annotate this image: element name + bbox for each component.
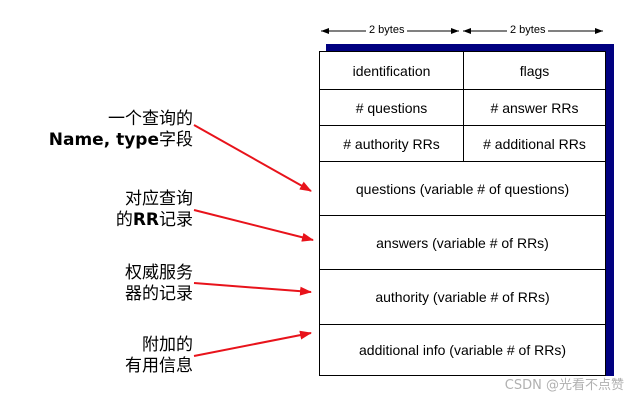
arrow-answers xyxy=(193,209,314,242)
label-answer-rr-line2: 的RR记录 xyxy=(116,210,193,231)
label-query-fields: 一个查询的 Name, type字段 xyxy=(49,109,193,151)
cell-authority-rrs-count: # authority RRs xyxy=(320,125,463,161)
label-query-fields-rest: 字段 xyxy=(159,130,193,150)
label-additional-info: 附加的 有用信息 xyxy=(125,335,193,377)
cell-questions-count: # questions xyxy=(320,89,463,125)
dns-message-table: identification flags # questions # answe… xyxy=(319,51,606,376)
label-authority-line2: 器的记录 xyxy=(125,284,193,304)
label-authority-line1: 权威服务 xyxy=(125,263,193,283)
cell-flags: flags xyxy=(463,52,605,89)
cell-answer-rrs-count: # answer RRs xyxy=(463,89,605,125)
label-authority-records: 权威服务 器的记录 xyxy=(125,263,193,305)
left-bytes-label: 2 bytes xyxy=(366,24,408,36)
label-answer-rr-line1: 对应查询 xyxy=(125,189,193,209)
arrow-additional xyxy=(193,330,312,357)
label-answer-rr-rest: 记录 xyxy=(159,210,193,230)
right-bytes-label: 2 bytes xyxy=(507,24,549,36)
watermark: CSDN @光看不点赞 xyxy=(504,378,624,393)
cell-additional-rrs-count: # additional RRs xyxy=(463,125,605,161)
label-answer-rr: 对应查询 的RR记录 xyxy=(116,189,193,231)
label-query-fields-line1: 一个查询的 xyxy=(108,109,193,129)
arrow-questions xyxy=(193,124,312,192)
label-answer-rr-pre: 的 xyxy=(115,210,133,230)
section-questions: questions (variable # of questions) xyxy=(320,161,605,215)
label-query-fields-line2: Name, type字段 xyxy=(49,130,193,151)
cell-identification: identification xyxy=(352,62,431,79)
label-additional-line1: 附加的 xyxy=(142,335,193,355)
label-answer-rr-bold: RR xyxy=(132,210,159,230)
section-authority: authority (variable # of RRs) xyxy=(320,269,605,324)
section-answers: answers (variable # of RRs) xyxy=(320,215,605,269)
label-query-fields-bold: Name, type xyxy=(48,130,159,150)
label-additional-line2: 有用信息 xyxy=(125,356,193,376)
section-additional-info: additional info (variable # of RRs) xyxy=(320,324,605,375)
arrow-authority xyxy=(193,282,312,296)
